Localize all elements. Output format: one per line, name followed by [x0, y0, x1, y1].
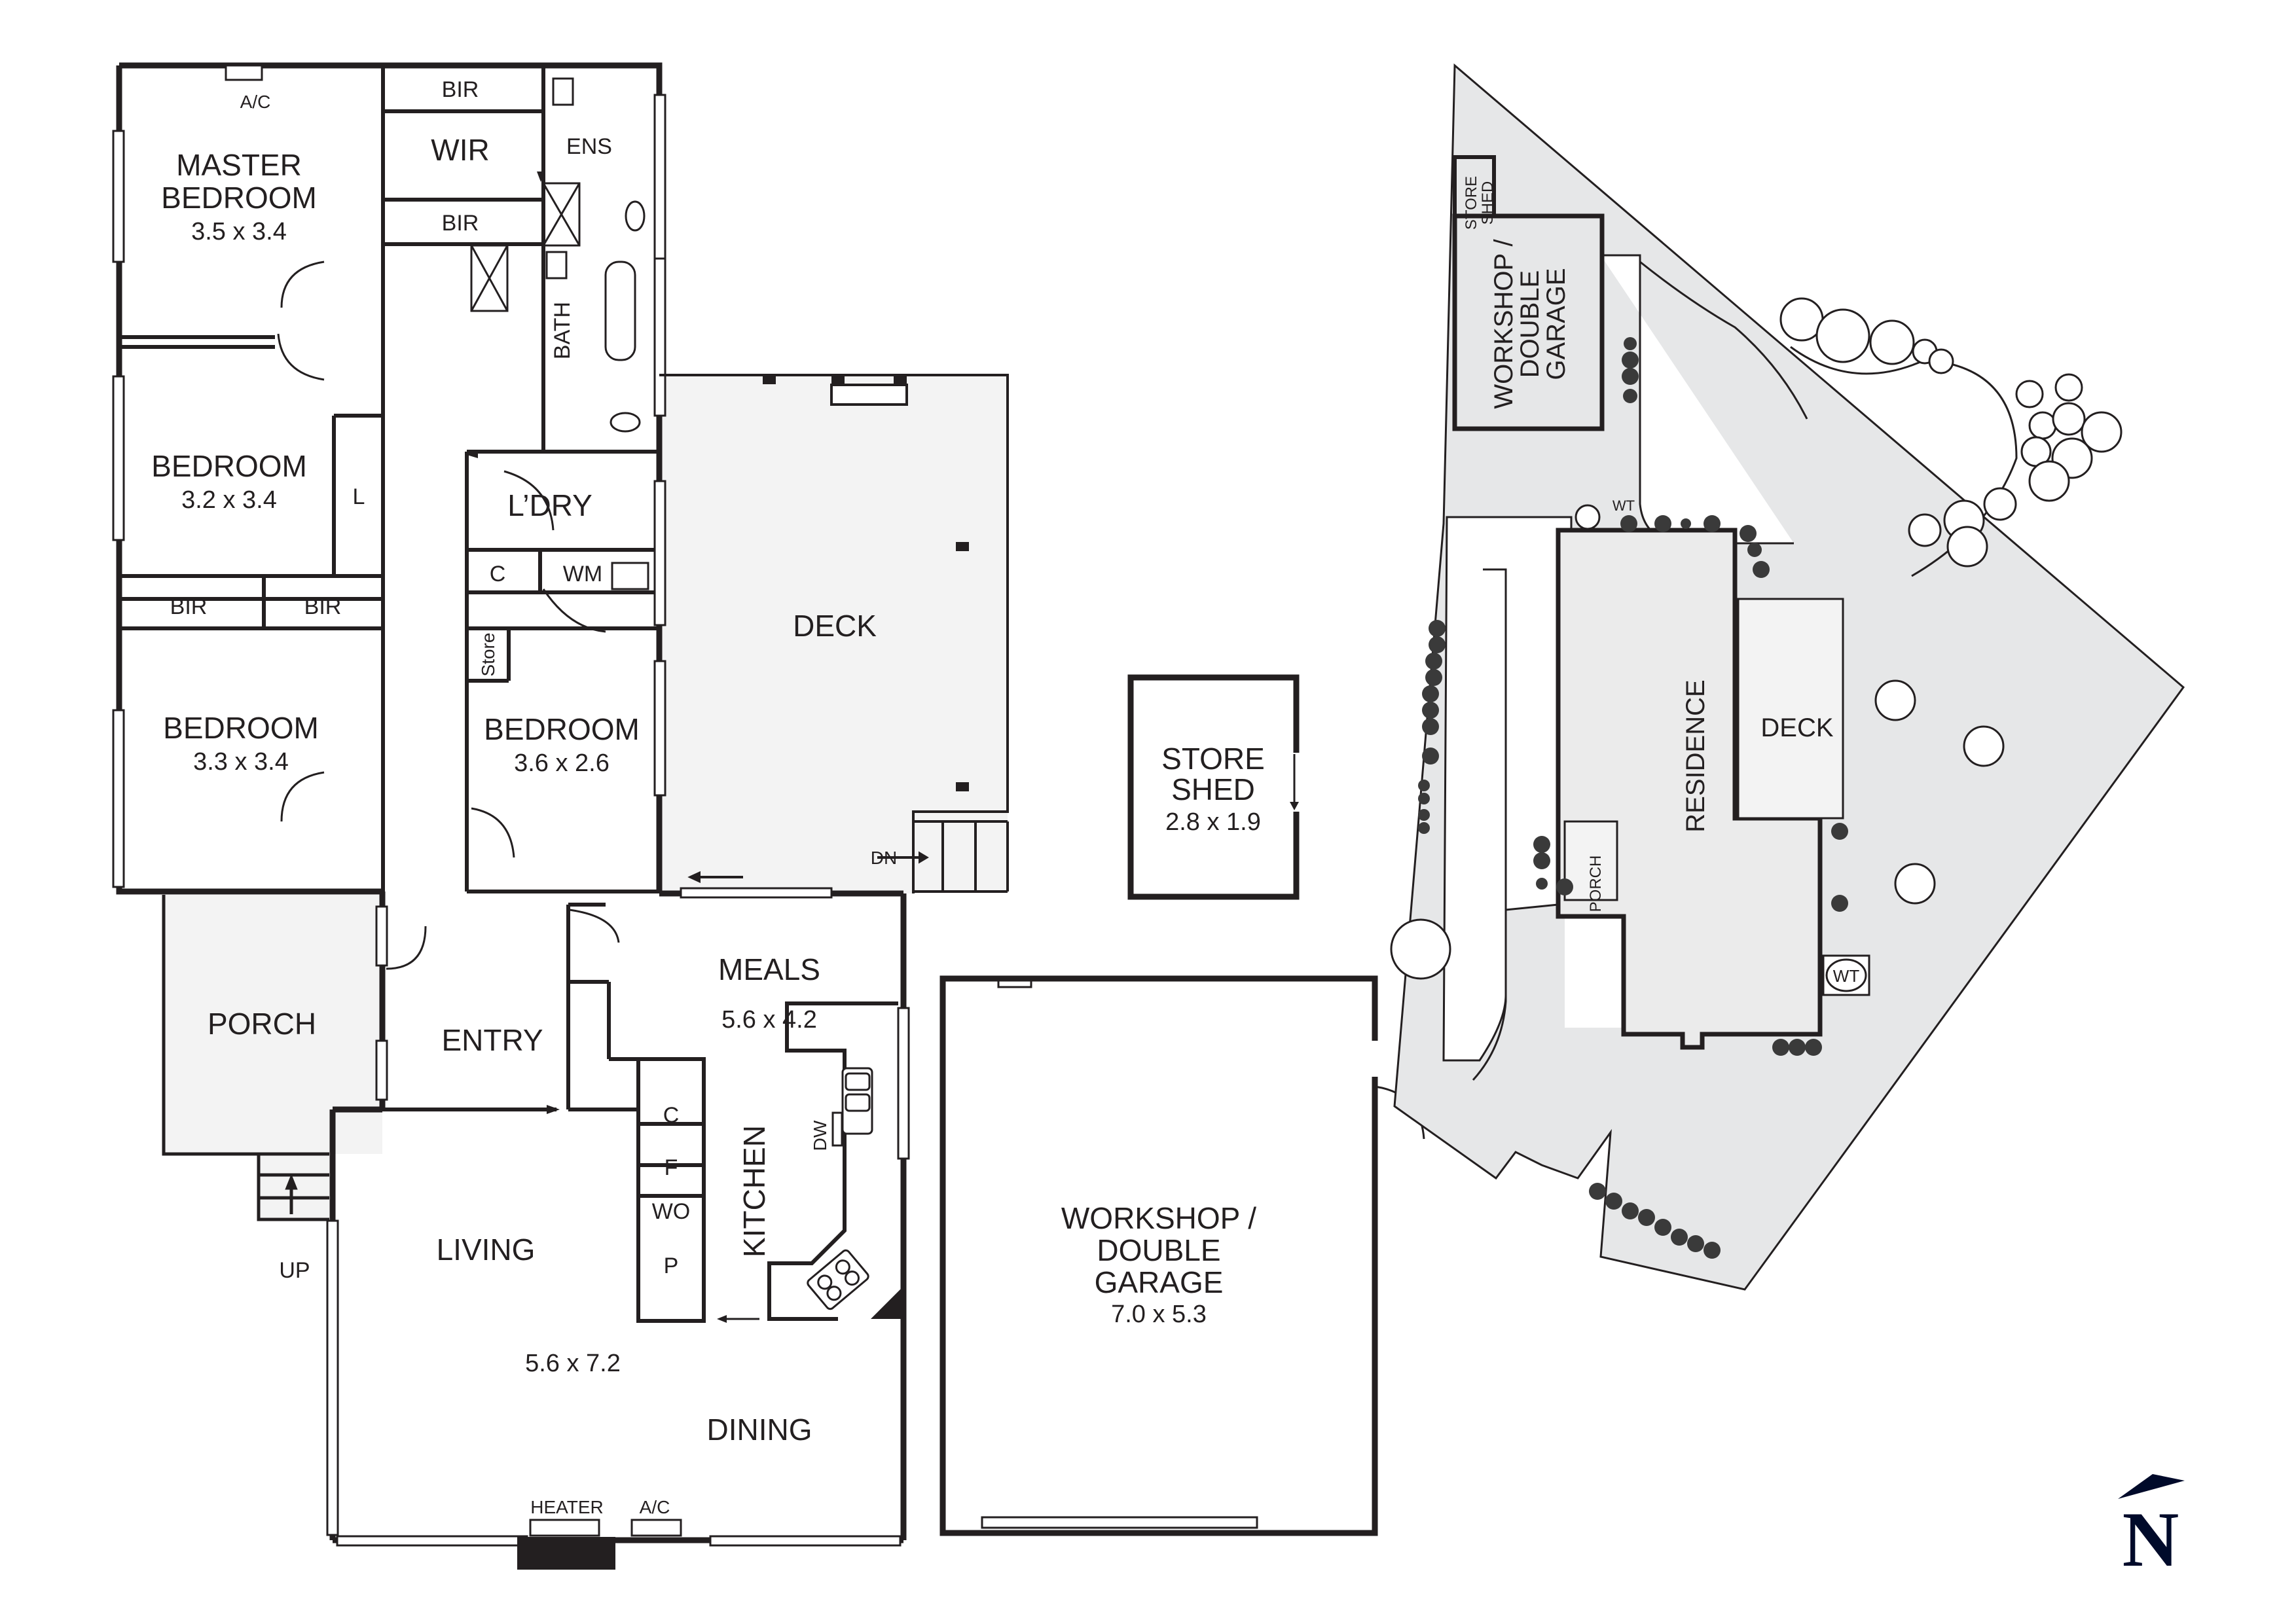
water-tank-1-icon — [1575, 504, 1601, 530]
ens-label: ENS — [566, 134, 612, 159]
north-arrow-icon — [2118, 1474, 2185, 1499]
store-shed-label-1: STORE — [1161, 742, 1265, 776]
water-tank-1-label: WT — [1613, 497, 1635, 514]
wall-oven-label: WO — [652, 1199, 691, 1224]
garage-label-3: GARAGE — [1095, 1265, 1224, 1299]
heater-icon — [517, 1537, 615, 1570]
dining-label: DINING — [707, 1413, 812, 1447]
bir-label-2: BIR — [442, 211, 479, 236]
bedroom-2-label: BEDROOM — [151, 449, 307, 483]
site-porch-label: PORCH — [1587, 856, 1605, 912]
site-plan: STORE SHED WORKSHOP / DOUBLE GARAGE RESI… — [1390, 63, 2185, 1291]
store-shed-dims: 2.8 x 1.9 — [1165, 808, 1261, 836]
wir-label: WIR — [431, 133, 489, 167]
bir-label-4: BIR — [304, 594, 342, 619]
living-label: LIVING — [437, 1233, 536, 1267]
ac-label-master: A/C — [240, 92, 271, 112]
dn-label: DN — [871, 848, 897, 868]
laundry-cupboard-label: C — [490, 562, 506, 586]
wm-label: WM — [563, 562, 602, 586]
site-porch — [1563, 820, 1618, 901]
cupboard-label: C — [663, 1103, 680, 1128]
tree-icons — [1418, 337, 1848, 1259]
site-store-shed-label-1: STORE — [1463, 176, 1480, 230]
north-arrow: N — [2118, 1474, 2185, 1583]
bedroom-3-dims: 3.3 x 3.4 — [193, 748, 289, 776]
heater-label: HEATER — [530, 1497, 604, 1517]
site-store-shed-label-2: SHED — [1479, 181, 1497, 225]
water-tank-2-label: WT — [1833, 966, 1860, 986]
porch-label: PORCH — [208, 1007, 316, 1041]
linen-label: L — [353, 484, 365, 509]
garage-label-1: WORKSHOP / — [1061, 1201, 1256, 1235]
store-label: Store — [478, 633, 498, 677]
bath-label: BATH — [550, 302, 575, 359]
site-garage-label-1: WORKSHOP / — [1489, 238, 1518, 408]
site-residence-label: RESIDENCE — [1681, 679, 1710, 832]
site-residence — [1556, 528, 1823, 1050]
meals-dims: 5.6 x 4.2 — [721, 1006, 817, 1034]
dw-label: DW — [810, 1120, 830, 1151]
bir-label-3: BIR — [170, 594, 208, 619]
water-tank-2-icon — [1825, 958, 1867, 992]
bedroom-2-dims: 3.2 x 3.4 — [181, 486, 277, 514]
deck-area — [659, 375, 1008, 893]
ac-label-living: A/C — [640, 1497, 670, 1517]
kitchen-corner-fill — [871, 1286, 903, 1319]
pantry-label: P — [664, 1253, 679, 1278]
large-tree-icons — [1390, 297, 2123, 980]
site-garage-label-2: DOUBLE — [1516, 270, 1544, 378]
meals-label: MEALS — [718, 952, 820, 986]
bedroom-4-dims: 3.6 x 2.6 — [514, 749, 610, 777]
kitchen-label: KITCHEN — [737, 1125, 771, 1257]
master-bedroom-label-2: BEDROOM — [161, 181, 317, 215]
site-deck — [1737, 598, 1844, 820]
store-shed-label-2: SHED — [1171, 772, 1255, 806]
deck-label: DECK — [793, 609, 877, 643]
floor-plan: UP — [112, 62, 1425, 1570]
up-label: UP — [279, 1258, 310, 1283]
north-label: N — [2123, 1496, 2179, 1583]
site-garage-label-3: GARAGE — [1542, 268, 1571, 380]
bedroom-4-label: BEDROOM — [484, 712, 640, 746]
master-bedroom-label-1: MASTER — [176, 148, 302, 182]
fridge-label: F — [665, 1155, 678, 1180]
site-deck-label: DECK — [1760, 713, 1833, 742]
bir-label-1: BIR — [442, 77, 479, 102]
master-bedroom-dims: 3.5 x 3.4 — [191, 218, 287, 245]
garage-label-2: DOUBLE — [1097, 1233, 1220, 1267]
bedroom-3-label: BEDROOM — [163, 711, 319, 745]
living-dims: 5.6 x 7.2 — [525, 1350, 621, 1377]
entry-label: ENTRY — [441, 1023, 543, 1057]
laundry-label: L’DRY — [507, 488, 592, 522]
garage-dims: 7.0 x 5.3 — [1111, 1301, 1207, 1328]
